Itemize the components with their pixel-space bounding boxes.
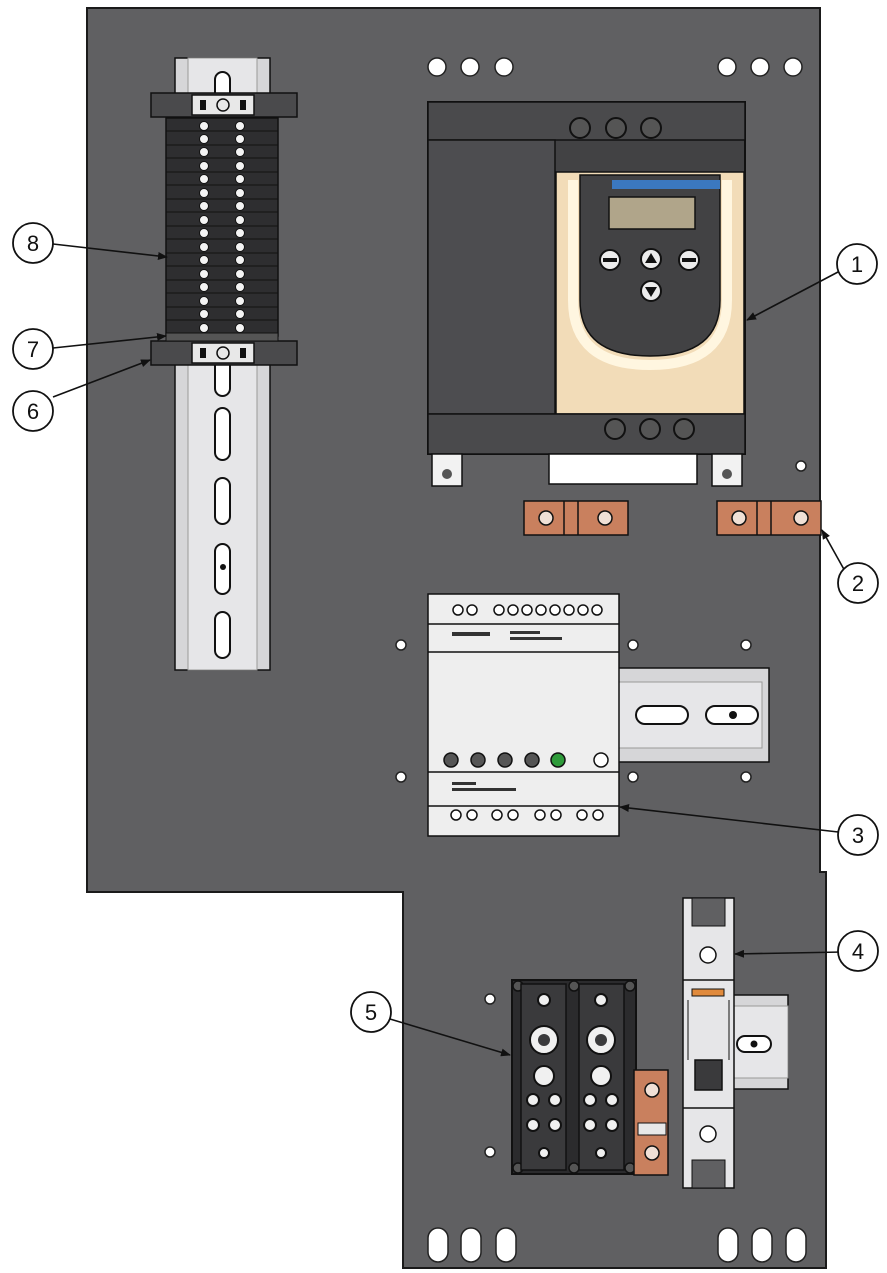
callout-8: 8 [12,222,54,264]
callout-6: 6 [12,390,54,432]
callout-3-label: 3 [852,823,864,848]
display-screen [608,196,696,230]
copper-ground-bar [633,1069,669,1176]
bottom-mounting-slots [427,1227,807,1263]
callout-8-label: 8 [27,231,39,256]
callout-7: 7 [12,328,54,370]
end-cover [165,332,279,342]
down-arrow-circle-icon [640,280,662,302]
end-stop-top [150,92,298,118]
callout-1: 1 [836,243,878,285]
callout-5-label: 5 [365,1000,377,1025]
callout-2-label: 2 [852,571,864,596]
terminal-block-stack [165,117,279,337]
din-rail-middle [611,667,770,763]
circuit-breaker [682,897,735,1189]
callout-4-label: 4 [852,939,864,964]
copper-bus-link [716,500,822,536]
callout-4: 4 [837,930,879,972]
led-icon [550,752,566,768]
callout-7-label: 7 [27,337,39,362]
callout-2: 2 [837,562,879,604]
minus-circle-icon [678,249,700,271]
minus-circle-icon [599,249,621,271]
module-mounting-holes [395,639,752,783]
callout-3: 3 [837,814,879,856]
controller-module [427,593,620,837]
leader-lines [52,243,848,1057]
up-arrow-circle-icon [640,248,662,270]
callout-1-label: 1 [851,252,863,277]
callout-6-label: 6 [27,399,39,424]
power-distribution-block [511,979,637,1175]
top-mounting-holes [427,57,803,77]
copper-bus-link [523,500,629,536]
soft-starter [427,101,746,487]
end-stop-bottom [150,340,298,366]
display-strip [612,180,720,189]
distribution-block-holes [484,993,496,1158]
callout-5: 5 [350,991,392,1033]
